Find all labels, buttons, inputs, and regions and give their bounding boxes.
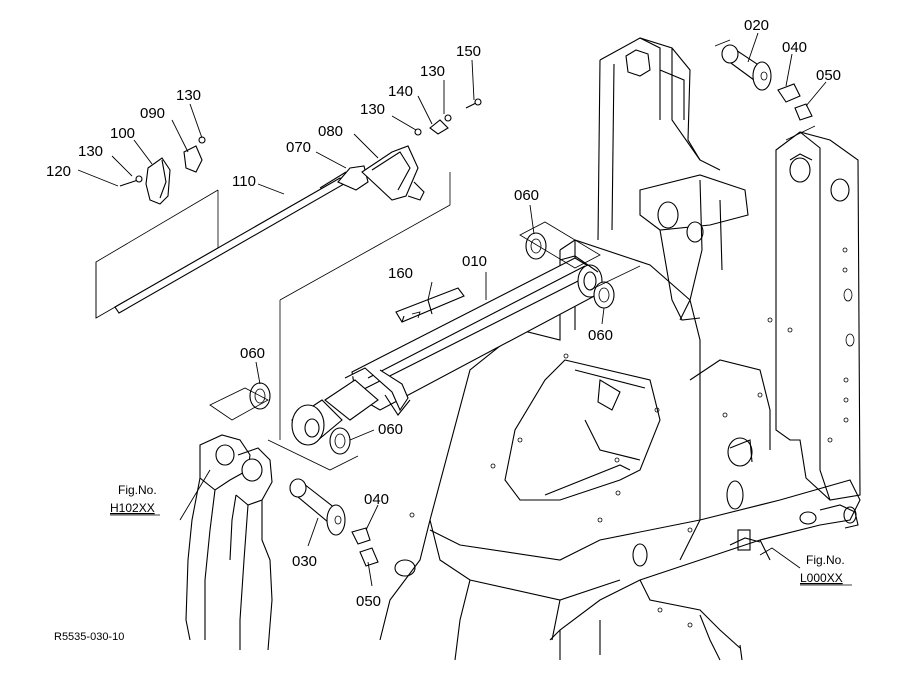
washer-060-right bbox=[593, 281, 615, 309]
label-plate-160 bbox=[395, 287, 465, 323]
callout-060-a: 060 bbox=[514, 187, 539, 204]
pin-assembly-bottom bbox=[289, 478, 379, 567]
callout-070: 070 bbox=[286, 139, 311, 156]
callout-130-a: 130 bbox=[420, 63, 445, 80]
callout-130-c: 130 bbox=[176, 87, 201, 104]
washer-060-lower bbox=[329, 427, 351, 455]
callout-060-d: 060 bbox=[378, 421, 403, 438]
drawing-id: R5535-030-10 bbox=[54, 631, 124, 643]
callout-060-b: 060 bbox=[588, 327, 613, 344]
callout-020: 020 bbox=[744, 17, 769, 34]
callout-050-top: 050 bbox=[816, 67, 841, 84]
callout-130-b: 130 bbox=[360, 101, 385, 118]
callout-140: 140 bbox=[388, 83, 413, 100]
callout-060-c: 060 bbox=[240, 345, 265, 362]
fig-ref-left: Fig.No. H102XX bbox=[110, 483, 160, 516]
callout-labels: 020 040 050 150 130 140 130 080 070 110 … bbox=[46, 17, 841, 610]
leader-lines bbox=[77, 32, 827, 587]
fig-ref-left-line1: Fig.No. bbox=[118, 483, 157, 497]
callout-030: 030 bbox=[292, 553, 317, 570]
callout-080: 080 bbox=[318, 123, 343, 140]
callout-120: 120 bbox=[46, 163, 71, 180]
loader-boom-arm bbox=[185, 434, 273, 651]
callout-040-bottom: 040 bbox=[364, 491, 389, 508]
callout-100: 100 bbox=[110, 125, 135, 142]
fig-ref-left-line2: H102XX bbox=[110, 501, 155, 515]
callout-160: 160 bbox=[388, 265, 413, 282]
callout-010: 010 bbox=[462, 253, 487, 270]
callout-130-d: 130 bbox=[78, 143, 103, 160]
loader-frame bbox=[379, 37, 861, 661]
pin-assembly-top bbox=[721, 44, 813, 121]
fig-ref-right: Fig.No. L000XX bbox=[800, 553, 852, 586]
boom-cylinder-010 bbox=[291, 255, 603, 446]
rod-assembly bbox=[114, 98, 482, 314]
callout-110: 110 bbox=[232, 173, 256, 190]
callout-090: 090 bbox=[140, 105, 165, 122]
fig-ref-right-line2: L000XX bbox=[800, 571, 843, 585]
grouping-lines bbox=[95, 39, 816, 471]
callout-150: 150 bbox=[456, 43, 481, 60]
washer-060-upper bbox=[525, 232, 547, 260]
callout-040-top: 040 bbox=[782, 39, 807, 56]
fig-ref-right-line1: Fig.No. bbox=[806, 553, 845, 567]
callout-050-bottom: 050 bbox=[356, 593, 381, 610]
